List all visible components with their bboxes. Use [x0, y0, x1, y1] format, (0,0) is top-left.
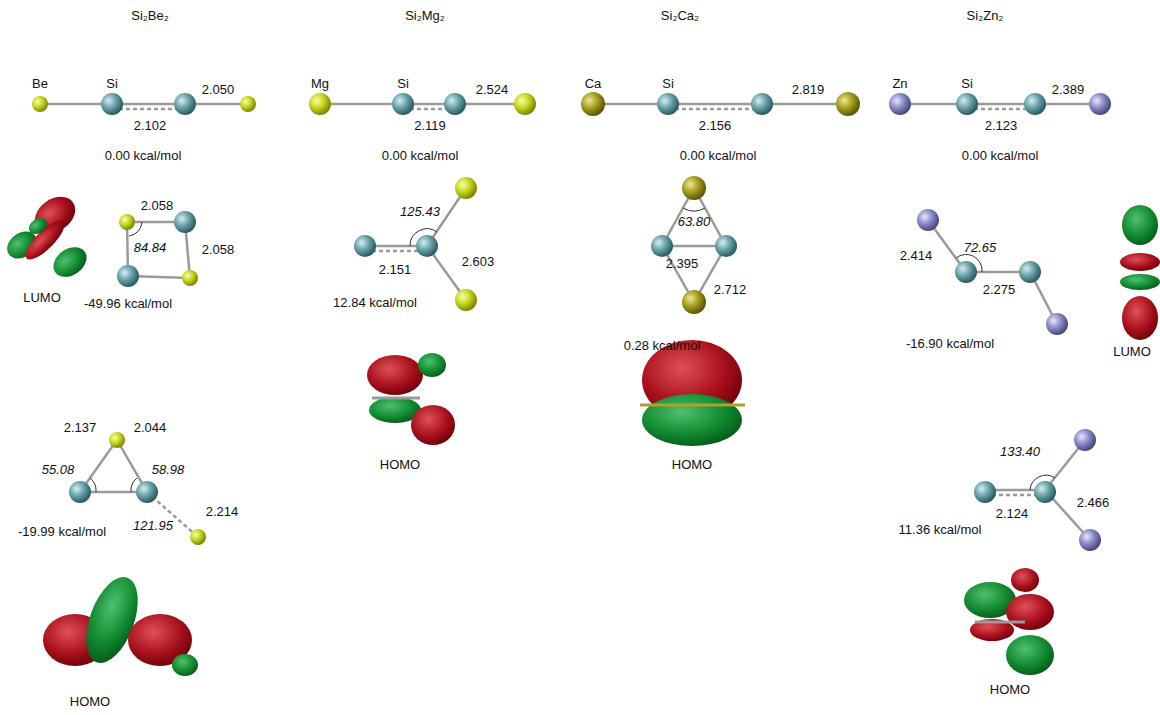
- atom-label: Si: [961, 77, 973, 91]
- atom-label: Ca: [585, 77, 602, 91]
- energy-label: 0.00 kcal/mol: [962, 149, 1039, 163]
- atom-label: Si: [397, 77, 409, 91]
- energy-label: 12.84 kcal/mol: [333, 296, 417, 310]
- bond-length: 2.123: [985, 119, 1018, 133]
- angle-label: 84.84: [134, 241, 167, 255]
- bond-length: 2.050: [202, 83, 235, 97]
- angle-label: 72.65: [964, 241, 997, 255]
- orbital-label: HOMO: [380, 458, 420, 472]
- energy-label: 11.36 kcal/mol: [899, 523, 982, 537]
- bond-length: 2.137: [64, 421, 97, 435]
- formula-heading: Si₂Be₂: [131, 9, 169, 23]
- angle-label: 121.95: [133, 519, 173, 533]
- bond-length: 2.119: [414, 119, 446, 133]
- energy-label: 0.28 kcal/mol: [624, 339, 701, 353]
- bond-length: 2.044: [134, 421, 167, 435]
- bond-length: 2.156: [699, 119, 732, 133]
- orbital-label: HOMO: [672, 458, 712, 472]
- bond-length: 2.395: [666, 257, 699, 271]
- bond-length: 2.819: [792, 83, 825, 97]
- bond-length: 2.214: [206, 505, 239, 519]
- bond-length: 2.151: [379, 263, 412, 277]
- bond-length: 2.275: [983, 283, 1016, 297]
- angle-label: 63.80: [678, 215, 711, 229]
- formula-heading: Si₂Mg₂: [405, 9, 445, 23]
- bond-length: 2.524: [476, 83, 509, 97]
- bond-length: 2.124: [996, 507, 1029, 521]
- angle-label: 58.98: [152, 463, 185, 477]
- formula-heading: Si₂Ca₂: [661, 9, 699, 23]
- energy-label: -19.99 kcal/mol: [18, 525, 106, 539]
- atom-label: Zn: [892, 77, 907, 91]
- energy-label: 0.00 kcal/mol: [105, 149, 182, 163]
- orbital-label: HOMO: [990, 683, 1030, 697]
- bond-length: 2.466: [1077, 496, 1110, 510]
- energy-label: 0.00 kcal/mol: [680, 149, 757, 163]
- angle-label: 55.08: [42, 463, 75, 477]
- orbital-label: LUMO: [1113, 345, 1151, 359]
- orbital-label: LUMO: [23, 291, 61, 305]
- bond-length: 2.102: [134, 119, 167, 133]
- atom-label: Si: [106, 77, 118, 91]
- angle-label: 125.43: [400, 205, 440, 219]
- bond-length: 2.414: [900, 249, 933, 263]
- atom-label: Si: [662, 77, 674, 91]
- bond-length: 2.603: [462, 255, 495, 269]
- energy-label: -49.96 kcal/mol: [84, 297, 172, 311]
- bond-length: 2.389: [1052, 83, 1085, 97]
- bond-length: 2.058: [141, 199, 174, 213]
- bond-length: 2.058: [202, 243, 235, 257]
- formula-heading: Si₂Zn₂: [967, 9, 1004, 23]
- atom-label: Mg: [311, 77, 329, 91]
- bond-length: 2.712: [714, 283, 747, 297]
- energy-label: -16.90 kcal/mol: [906, 337, 994, 351]
- energy-label: 0.00 kcal/mol: [382, 149, 459, 163]
- angle-label: 133.40: [1000, 445, 1040, 459]
- atom-label: Be: [32, 77, 48, 91]
- orbital-label: HOMO: [70, 695, 110, 709]
